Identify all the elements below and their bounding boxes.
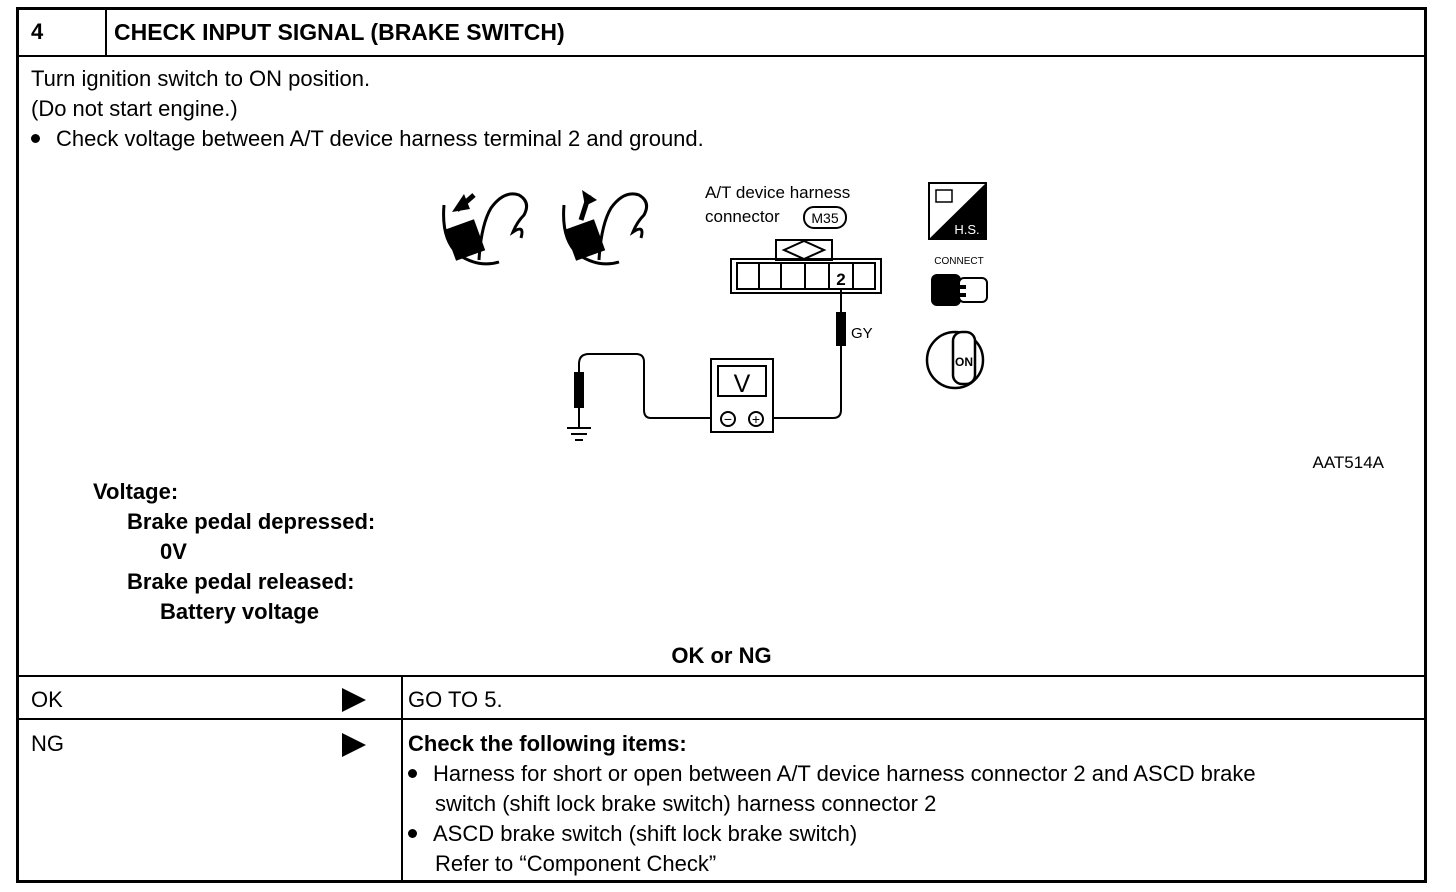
foot-released-icon (562, 190, 649, 266)
bullet-icon (31, 133, 40, 143)
result-column-divider (401, 675, 403, 883)
terminal-number: 2 (836, 270, 845, 289)
bullet-icon (408, 828, 417, 838)
ng-item-2: ASCD brake switch (shift lock brake swit… (408, 821, 857, 847)
spec-depressed-value: 0V (160, 539, 187, 564)
result-divider-top (19, 675, 1424, 677)
connector-label-2: connector (705, 207, 780, 226)
spec-released-label: Brake pedal released: (127, 569, 355, 594)
foot-depressed-icon (442, 192, 529, 266)
result-ok-label: OK (31, 687, 63, 712)
spec-heading: Voltage: (93, 479, 179, 504)
connector-id: M35 (811, 210, 838, 226)
decision-label: OK or NG (671, 643, 772, 668)
spec-released-value: Battery voltage (160, 599, 319, 624)
probe-negative (574, 372, 584, 408)
instruction-2: (Do not start engine.) (31, 96, 238, 121)
ng-item-2-line-2: Refer to “Component Check” (435, 851, 717, 876)
header-divider (105, 10, 107, 55)
ground-icon (567, 408, 591, 441)
procedure-table: 4 CHECK INPUT SIGNAL (BRAKE SWITCH) Turn… (16, 7, 1427, 883)
bullet-icon (408, 768, 417, 778)
ng-item-2-line-1: ASCD brake switch (shift lock brake swit… (433, 821, 858, 846)
figure-code: AAT514A (1312, 453, 1384, 472)
key-label: ON (955, 355, 973, 369)
meter-minus: − (724, 411, 732, 427)
instruction-1: Turn ignition switch to ON position. (31, 66, 371, 91)
hs-icon (928, 182, 987, 240)
meter-symbol: V (734, 370, 751, 398)
step-number: 4 (31, 19, 44, 44)
instruction-3: Check voltage between A/T device harness… (31, 126, 704, 152)
harness-connector (730, 239, 882, 294)
connect-label: CONNECT (934, 256, 983, 267)
result-ok-action: GO TO 5. (408, 687, 503, 712)
ng-item-1-line-1: Harness for short or open between A/T de… (433, 761, 1256, 786)
spec-depressed-label: Brake pedal depressed: (127, 509, 376, 534)
result-ng-label: NG (31, 731, 64, 756)
ng-item-1: Harness for short or open between A/T de… (408, 761, 1256, 787)
instruction-3-text: Check voltage between A/T device harness… (56, 126, 704, 151)
ng-arrow-icon (342, 733, 366, 757)
connect-icon (931, 274, 988, 306)
hs-label: H.S. (954, 222, 979, 237)
wiring-figure: A/T device harness connector M35 2 GY (442, 182, 1385, 472)
probe-positive (836, 312, 846, 346)
ignition-key-icon (925, 330, 985, 390)
ng-item-1-line-2: switch (shift lock brake switch) harness… (435, 791, 937, 816)
result-divider-mid (19, 718, 1424, 720)
result-ng-heading: Check the following items: (408, 731, 687, 756)
ok-arrow-icon (342, 688, 366, 712)
meter-plus: + (752, 411, 760, 427)
wire-color: GY (851, 325, 873, 342)
voltmeter-icon (710, 358, 774, 433)
connector-label-1: A/T device harness (705, 183, 850, 202)
connector-id-badge (803, 206, 847, 229)
step-header: 4 CHECK INPUT SIGNAL (BRAKE SWITCH) (19, 10, 1424, 57)
step-title: CHECK INPUT SIGNAL (BRAKE SWITCH) (114, 19, 565, 45)
